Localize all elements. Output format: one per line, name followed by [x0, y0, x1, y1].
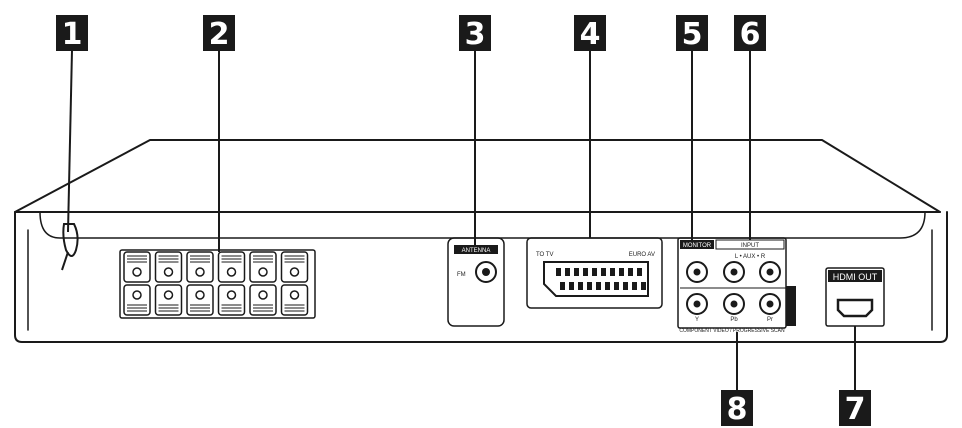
callout-5: 5: [676, 15, 708, 52]
terminal-hole: [289, 267, 300, 277]
callout-7-label: 7: [845, 392, 866, 427]
jack-pr-label: Pr: [767, 317, 773, 323]
scart-pin: [592, 268, 597, 276]
speaker-terminal[interactable]: [123, 251, 151, 283]
scart-pin: [596, 282, 601, 290]
fm-label: FM: [457, 272, 466, 278]
terminal-hole: [195, 290, 205, 300]
terminal-hole: [163, 290, 174, 300]
scart-pin: [605, 282, 610, 290]
scart-pin: [619, 268, 624, 276]
aux-right-jack[interactable]: [759, 261, 781, 283]
speaker-terminal[interactable]: [186, 284, 214, 316]
terminal-hole: [195, 267, 205, 277]
power-cord: [61, 223, 79, 271]
input-sub-label: L • AUX • R: [735, 254, 766, 260]
unit-rear-face: [39, 211, 926, 239]
callout-4-label: 4: [580, 17, 601, 52]
scart-pin: [601, 268, 606, 276]
scart-pin: [632, 282, 637, 290]
scart-left-label: TO TV: [536, 252, 553, 258]
callout-2-label: 2: [209, 17, 230, 52]
scart-connector[interactable]: [543, 261, 649, 297]
speaker-terminal[interactable]: [186, 251, 214, 283]
scart-pin: [583, 268, 588, 276]
terminal-hole: [289, 290, 300, 300]
callout-6-label: 6: [740, 17, 761, 52]
scart-pin: [628, 268, 633, 276]
jack-y-label: Y: [695, 317, 699, 323]
antenna-label: ANTENNA: [462, 248, 491, 254]
scart-pin: [614, 282, 619, 290]
speaker-terminal[interactable]: [280, 251, 309, 283]
speaker-terminal[interactable]: [217, 251, 246, 283]
hdmi-port[interactable]: [836, 298, 874, 318]
callout-3-label: 3: [465, 17, 486, 52]
component-y-jack[interactable]: [686, 293, 708, 315]
speaker-terminals: [119, 249, 316, 319]
callout-4: 4: [574, 15, 606, 52]
leader-line-1: [67, 49, 73, 233]
aux-left-jack[interactable]: [723, 261, 745, 283]
scart-pin: [556, 268, 561, 276]
scart-pin: [578, 282, 583, 290]
speaker-terminal[interactable]: [249, 251, 277, 283]
callout-3: 3: [459, 15, 491, 52]
terminal-hole: [258, 290, 268, 300]
speaker-terminal[interactable]: [249, 284, 277, 316]
scart-pin: [565, 268, 570, 276]
callout-8: 8: [721, 390, 753, 427]
terminal-hole: [258, 267, 268, 277]
callout-6: 6: [734, 15, 766, 52]
scart-panel: TO TV EURO AV: [526, 237, 663, 309]
callout-1: 1: [56, 15, 88, 52]
monitor-label: MONITOR: [683, 243, 712, 249]
jack-pb-label: Pb: [730, 317, 738, 323]
component-pb-jack[interactable]: [723, 293, 745, 315]
hdmi-panel: HDMI OUT: [825, 267, 885, 327]
speaker-terminal[interactable]: [154, 251, 183, 283]
scart-pin: [637, 268, 642, 276]
callout-8-label: 8: [727, 392, 748, 427]
callout-7: 7: [839, 390, 871, 427]
component-label: COMPONENT VIDEO / PROGRESSIVE SCAN: [679, 328, 785, 334]
callout-2: 2: [203, 15, 235, 52]
speaker-terminal[interactable]: [217, 284, 246, 316]
callout-5-label: 5: [682, 17, 703, 52]
leader-lines: [67, 49, 856, 392]
scart-pin: [610, 268, 615, 276]
speaker-terminal[interactable]: [280, 284, 309, 316]
scart-pin: [623, 282, 628, 290]
scart-pin: [574, 268, 579, 276]
terminal-hole: [132, 290, 142, 300]
speaker-terminal[interactable]: [154, 284, 183, 316]
terminal-hole: [132, 267, 142, 277]
speaker-terminal[interactable]: [123, 284, 151, 316]
unit-top-outline: [14, 139, 941, 213]
terminal-hole: [226, 267, 237, 277]
av-jacks-panel: MONITOR INPUT L • AUX • R Y Pb Pr COMPON…: [677, 237, 796, 334]
scart-pin: [641, 282, 646, 290]
unit-front-edge: [14, 211, 948, 343]
hdmi-out-label: HDMI OUT: [833, 272, 878, 282]
fm-antenna-jack[interactable]: [475, 261, 497, 283]
scart-pin: [569, 282, 574, 290]
scart-right-label: EURO AV: [629, 252, 655, 258]
monitor-video-jack[interactable]: [686, 261, 708, 283]
component-pr-jack[interactable]: [759, 293, 781, 315]
callout-1-label: 1: [62, 17, 83, 52]
antenna-panel: ANTENNA FM: [447, 237, 505, 327]
terminal-hole: [226, 290, 237, 300]
input-label: INPUT: [741, 243, 759, 249]
scart-pin: [587, 282, 592, 290]
scart-pin: [560, 282, 565, 290]
terminal-hole: [163, 267, 174, 277]
